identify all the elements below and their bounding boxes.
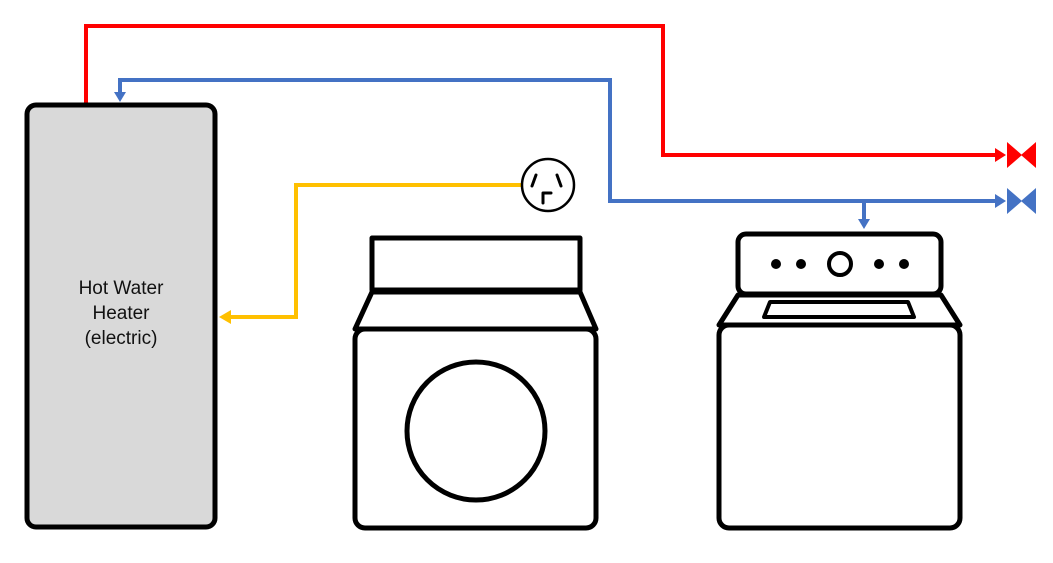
cold-water-line <box>114 78 1006 229</box>
hot-water-line <box>84 24 1006 162</box>
water-heater[interactable] <box>24 102 218 530</box>
240v-outlet-icon[interactable] <box>520 157 576 213</box>
washer-icon[interactable] <box>716 231 963 531</box>
cold-water-valve-icon[interactable] <box>1007 188 1036 214</box>
electric-line <box>219 183 522 324</box>
heater-label-line1: Hot Water <box>78 278 164 299</box>
heater-label-line3: (electric) <box>84 328 158 349</box>
hot-water-valve-icon[interactable] <box>1007 142 1036 168</box>
water-heater-label: Hot Water Heater (electric) <box>27 276 215 351</box>
heater-label-line2: Heater <box>92 303 150 324</box>
dryer-icon[interactable] <box>352 235 599 531</box>
